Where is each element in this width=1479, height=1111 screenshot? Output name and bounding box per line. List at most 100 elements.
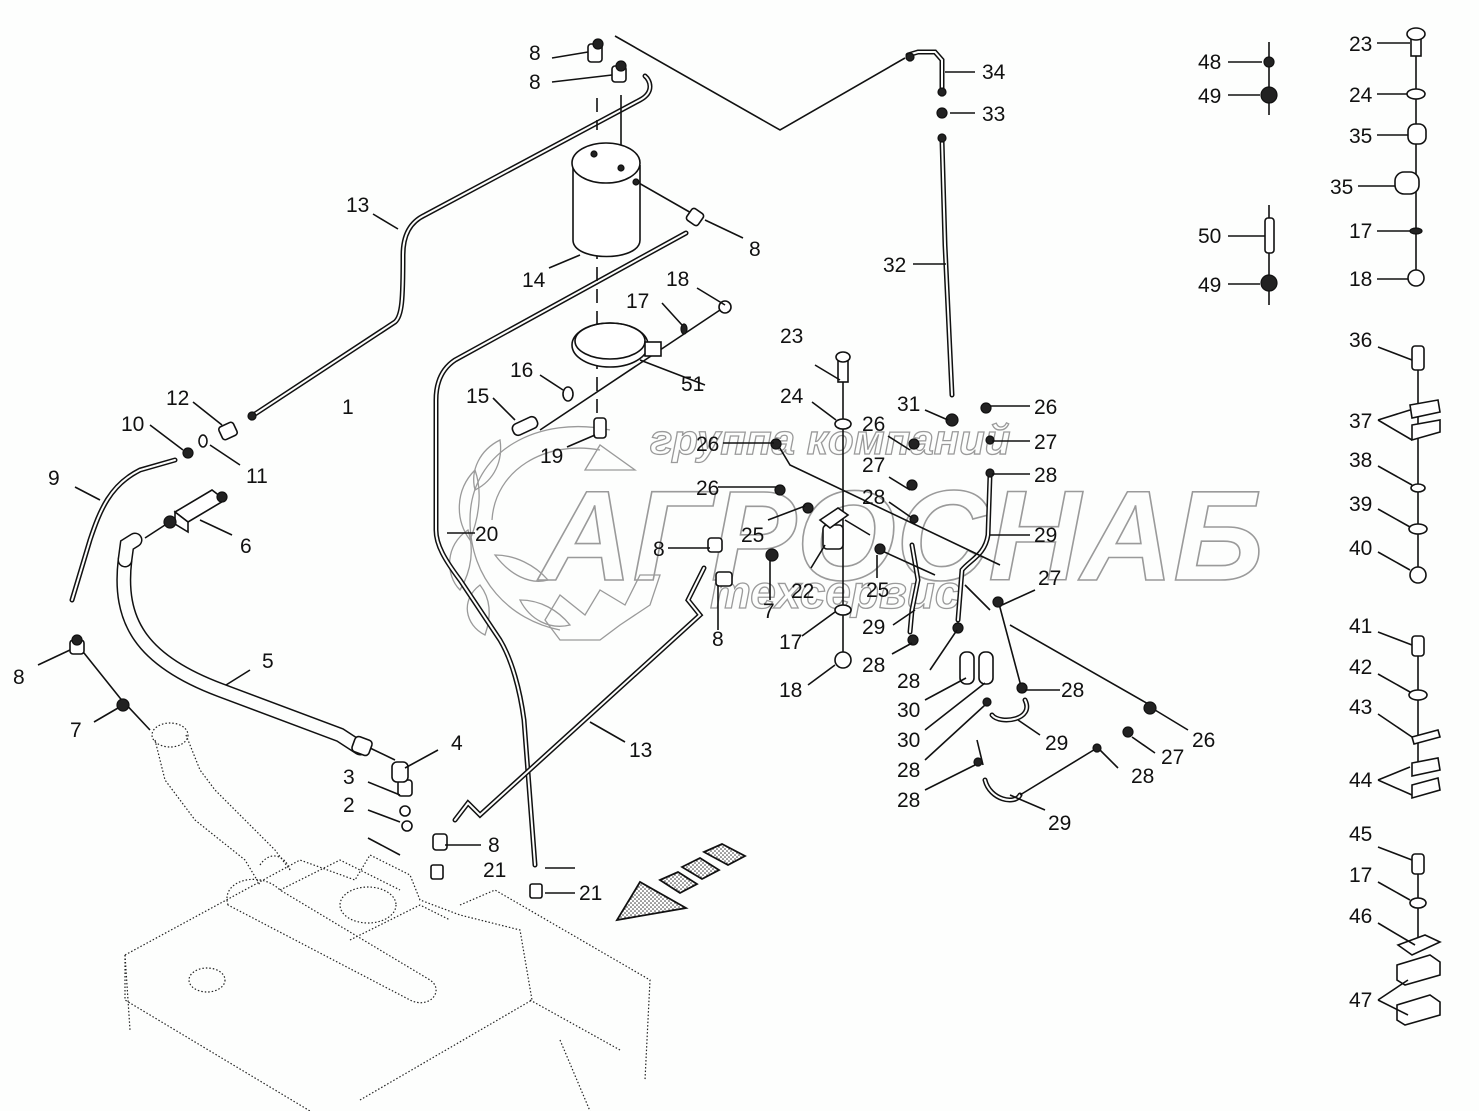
callout-label: 43 [1349,696,1372,719]
watermark-wreath-icon [448,425,661,641]
callout-label: 37 [1349,410,1372,433]
callout-label: 29 [1045,732,1068,755]
clamp-band [571,322,662,368]
filler-neck [151,722,291,886]
callout-label: 40 [1349,537,1372,560]
callout-label: 14 [522,269,546,292]
washer-2 [399,805,411,817]
callout-label: 8 [749,238,761,261]
callout-label: 48 [1198,51,1221,74]
callout-label: 8 [488,834,500,857]
callout-label: 36 [1349,329,1372,352]
callout-label: 26 [696,477,719,500]
pipes [69,49,1030,868]
nut-18 [834,651,852,669]
callout-label: 33 [982,103,1005,126]
callout-label: 31 [897,393,920,416]
callout-label: 17 [1349,864,1372,887]
callout-label: 25 [866,579,889,602]
callout-label: 8 [653,538,665,561]
clip-19 [593,417,607,439]
callout-label: 45 [1349,823,1372,846]
bolt-50 [1264,217,1275,254]
elbow-4 [391,761,409,783]
callout-label: 21 [483,859,506,882]
adapter-21b [529,883,543,899]
callout-label: 25 [741,524,764,547]
callout-label: 7 [70,719,82,742]
callout-label: 17 [626,290,649,313]
callout-label: 18 [666,268,689,291]
damper-30b [978,651,994,685]
callout-label: 42 [1349,656,1372,679]
adapter-21a [430,864,444,880]
inline-filter [163,489,228,534]
callout-label: 29 [1034,524,1057,547]
callout-label: 8 [529,42,541,65]
washer-1 [401,820,413,832]
bolt-15 [511,415,539,437]
nut-10 [182,447,194,459]
washer-11 [198,434,208,448]
leader-lines [37,42,1416,1016]
callout-label: 41 [1349,615,1372,638]
callout-label: 2 [343,794,355,817]
callout-label: 39 [1349,493,1372,516]
callout-label: 6 [240,535,252,558]
callout-label: 28 [897,759,920,782]
callout-label: 44 [1349,769,1373,792]
callout-label: 29 [1048,812,1071,835]
washer-16 [562,386,574,402]
callout-label: 18 [779,679,802,702]
callout-label: 46 [1349,905,1372,928]
callout-label: 30 [897,729,920,752]
callout-label: 13 [629,739,652,762]
callout-label: 3 [343,766,355,789]
callout-label: 1 [342,396,354,419]
callout-label: 13 [346,194,369,217]
direction-arrow-icon [615,843,747,922]
callout-label: 26 [1034,396,1057,419]
callout-label: 35 [1349,125,1372,148]
callout-label: 28 [897,789,920,812]
callout-label: 11 [246,465,268,488]
callout-label: 15 [466,385,489,408]
washer-17 [834,604,852,616]
small-fittings [765,52,1278,767]
callout-label: 24 [1349,84,1373,107]
callout-label: 18 [1349,268,1372,291]
callout-label: 26 [696,433,719,456]
sensor-22 [818,507,850,550]
callout-label: 21 [579,882,602,905]
callout-label: 8 [712,628,724,651]
callout-label: 26 [1192,729,1215,752]
callout-label: 29 [862,616,885,639]
callout-label: 27 [1034,431,1057,454]
callout-label: 22 [791,580,814,603]
right-column-parts [1394,27,1442,1026]
callout-label: 8 [13,666,25,689]
callout-label: 32 [883,254,906,277]
union-12 [217,421,239,441]
callout-label: 28 [1034,464,1057,487]
callout-label: 28 [1061,679,1084,702]
callout-label: 47 [1349,989,1372,1012]
callout-label: 16 [510,359,533,382]
callout-label: 19 [540,445,563,468]
callout-label: 24 [780,385,804,408]
callout-label: 12 [166,387,189,410]
callout-label: 23 [1349,33,1372,56]
callout-label: 35 [1330,176,1353,199]
callout-label: 51 [681,373,704,396]
callout-label: 34 [982,61,1006,84]
nut-7 [116,698,130,712]
callout-label: 28 [862,654,885,677]
callout-label: 23 [780,325,803,348]
watermark-line-2: АГРОСНАБ [537,465,1264,608]
callout-label: 17 [779,631,802,654]
callout-label: 27 [1161,746,1184,769]
callout-label: 30 [897,699,920,722]
callout-label: 28 [862,486,885,509]
callout-label: 8 [529,71,541,94]
